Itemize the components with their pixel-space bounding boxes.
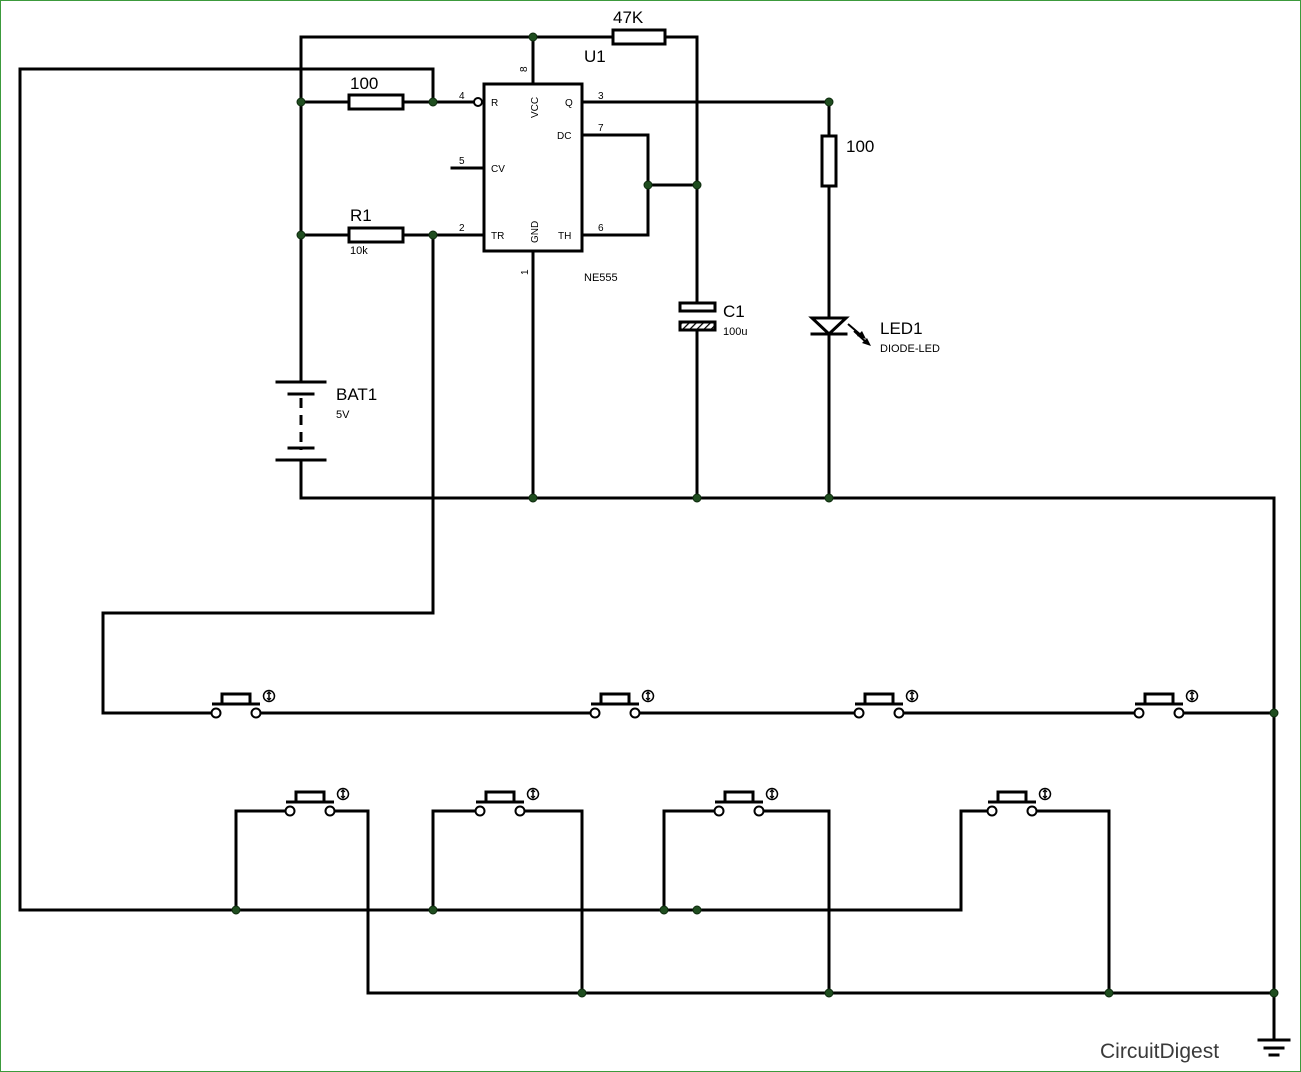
battery-bat1: BAT1 5V <box>275 380 377 462</box>
pin-tr: TR <box>491 231 504 242</box>
resistor-led-label: 100 <box>846 137 874 156</box>
junction-dot <box>577 988 587 998</box>
led1-value: DIODE-LED <box>880 343 940 355</box>
push-button-switch <box>474 787 540 817</box>
resistor-47k: 47K <box>611 8 667 46</box>
actuator-arrow-icon <box>336 787 350 801</box>
push-button-switch <box>284 787 350 817</box>
pin-th: TH <box>558 231 571 242</box>
pin8-number: 8 <box>519 66 530 72</box>
reset-inverter-bubble <box>473 97 483 107</box>
resistor-reset-100: 100 <box>347 74 405 111</box>
led1: LED1 DIODE-LED <box>808 316 940 355</box>
actuator-arrow-icon <box>1185 689 1199 703</box>
push-button-switch <box>589 689 655 719</box>
junction-dot <box>692 493 702 503</box>
pin1-number: 1 <box>520 269 531 275</box>
actuator-arrow-icon <box>262 689 276 703</box>
resistor-led-100: 100 <box>820 134 874 188</box>
junction-dot <box>296 230 306 240</box>
pin5-number: 5 <box>459 156 465 167</box>
battery-bat1-value: 5V <box>336 409 350 421</box>
actuator-arrow-icon <box>641 689 655 703</box>
junction-dot <box>231 905 241 915</box>
junction-dot <box>528 32 538 42</box>
led1-label: LED1 <box>880 319 923 338</box>
junction-dot <box>1269 988 1279 998</box>
pin7-number: 7 <box>598 123 604 134</box>
junction-dot <box>528 493 538 503</box>
actuator-arrow-icon <box>765 787 779 801</box>
junction-dot <box>824 97 834 107</box>
push-button-switches <box>210 689 1199 817</box>
pin-q: Q <box>565 98 573 109</box>
actuator-arrow-icon <box>526 787 540 801</box>
push-button-switch <box>210 689 276 719</box>
pin6-number: 6 <box>598 223 604 234</box>
resistor-47k-label: 47K <box>613 8 644 27</box>
resistor-r1: R1 10k <box>347 206 405 257</box>
actuator-arrow-icon <box>905 689 919 703</box>
junction-dots <box>231 32 1279 998</box>
resistor-reset-label: 100 <box>350 74 378 93</box>
pin4-number: 4 <box>459 91 465 102</box>
junction-dot <box>296 97 306 107</box>
junction-dot <box>824 493 834 503</box>
capacitor-c1: C1 100u <box>678 301 747 338</box>
wires <box>18 35 1276 1042</box>
push-button-switch <box>853 689 919 719</box>
ground-symbol <box>1257 1038 1291 1057</box>
junction-dot <box>643 180 653 190</box>
junction-dot <box>824 988 834 998</box>
pin-gnd: GND <box>530 221 541 243</box>
capacitor-c1-value: 100u <box>723 326 747 338</box>
resistor-r1-label: R1 <box>350 206 372 225</box>
circuitdigest-logo: CircuitDigest <box>1100 1040 1219 1063</box>
u1-part: NE555 <box>584 272 618 284</box>
junction-dot <box>428 905 438 915</box>
capacitor-c1-label: C1 <box>723 302 745 321</box>
pin-vcc: VCC <box>530 97 541 118</box>
junction-dot <box>1269 708 1279 718</box>
junction-dot <box>428 97 438 107</box>
junction-dot <box>659 905 669 915</box>
pin3-number: 3 <box>598 91 604 102</box>
push-button-switch <box>1133 689 1199 719</box>
pin-dc: DC <box>557 131 571 142</box>
u1-label: U1 <box>584 47 606 66</box>
pin-r: R <box>491 98 498 109</box>
junction-dot <box>428 230 438 240</box>
junction-dot <box>692 905 702 915</box>
junction-dot <box>1104 988 1114 998</box>
actuator-arrow-icon <box>1038 787 1052 801</box>
ne555-timer: U1 NE555 8 VCC 4 R 3 Q 7 DC 5 CV 2 TR 6 … <box>459 47 618 284</box>
pin2-number: 2 <box>459 223 465 234</box>
battery-bat1-label: BAT1 <box>336 385 377 404</box>
pin-cv: CV <box>491 164 505 175</box>
push-button-switch <box>713 787 779 817</box>
resistor-r1-value: 10k <box>350 245 368 257</box>
junction-dot <box>692 180 702 190</box>
push-button-switch <box>986 787 1052 817</box>
